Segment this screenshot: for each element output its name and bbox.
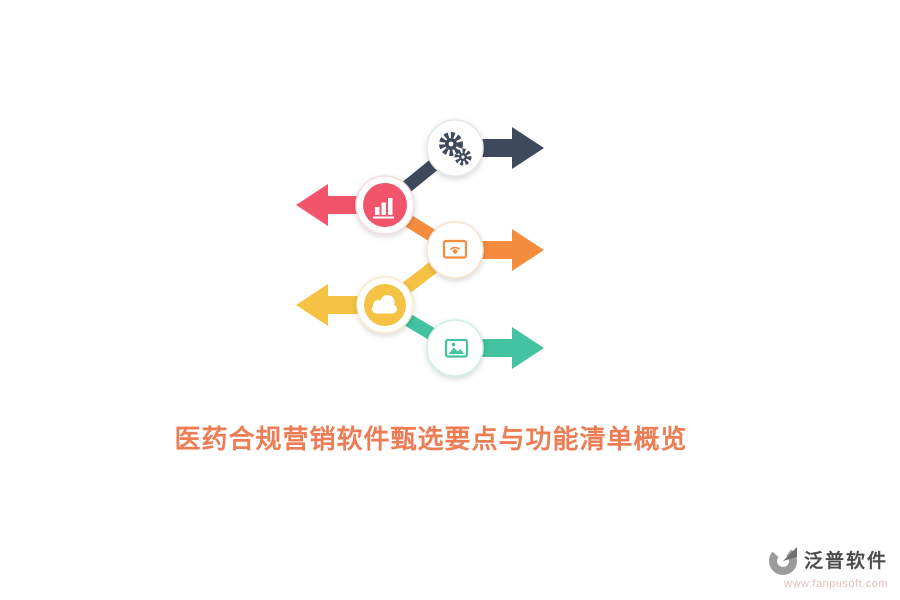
step-circle-cloud xyxy=(356,276,414,334)
fanpu-logo-icon xyxy=(768,547,797,575)
step-circle-touch xyxy=(426,221,484,279)
arrow-right-step3 xyxy=(458,229,544,271)
arrow-right-step1 xyxy=(458,127,544,169)
footer-url: www.fanpusoft.com xyxy=(784,578,888,590)
gear-icon xyxy=(439,132,472,166)
arrow-left-step2 xyxy=(296,184,412,226)
step-circle-analytics xyxy=(355,175,415,235)
picture-icon xyxy=(444,338,469,358)
arrow-left-step4 xyxy=(296,284,412,326)
arrow-right-step5 xyxy=(460,327,544,369)
step-circle-picture xyxy=(426,319,484,377)
footer-logo-block: 泛普软件 www.fanpusoft.com xyxy=(768,542,888,590)
cloud-icon xyxy=(372,295,397,314)
bar-chart-icon xyxy=(373,198,394,219)
brand-row: 泛普软件 xyxy=(768,542,888,576)
brand-name: 泛普软件 xyxy=(803,550,888,572)
page-title: 医药合规营销软件甄选要点与功能清单概览 xyxy=(174,424,688,454)
touch-screen-icon xyxy=(442,239,468,259)
infographic xyxy=(296,119,544,377)
step-circle-settings xyxy=(426,119,484,177)
